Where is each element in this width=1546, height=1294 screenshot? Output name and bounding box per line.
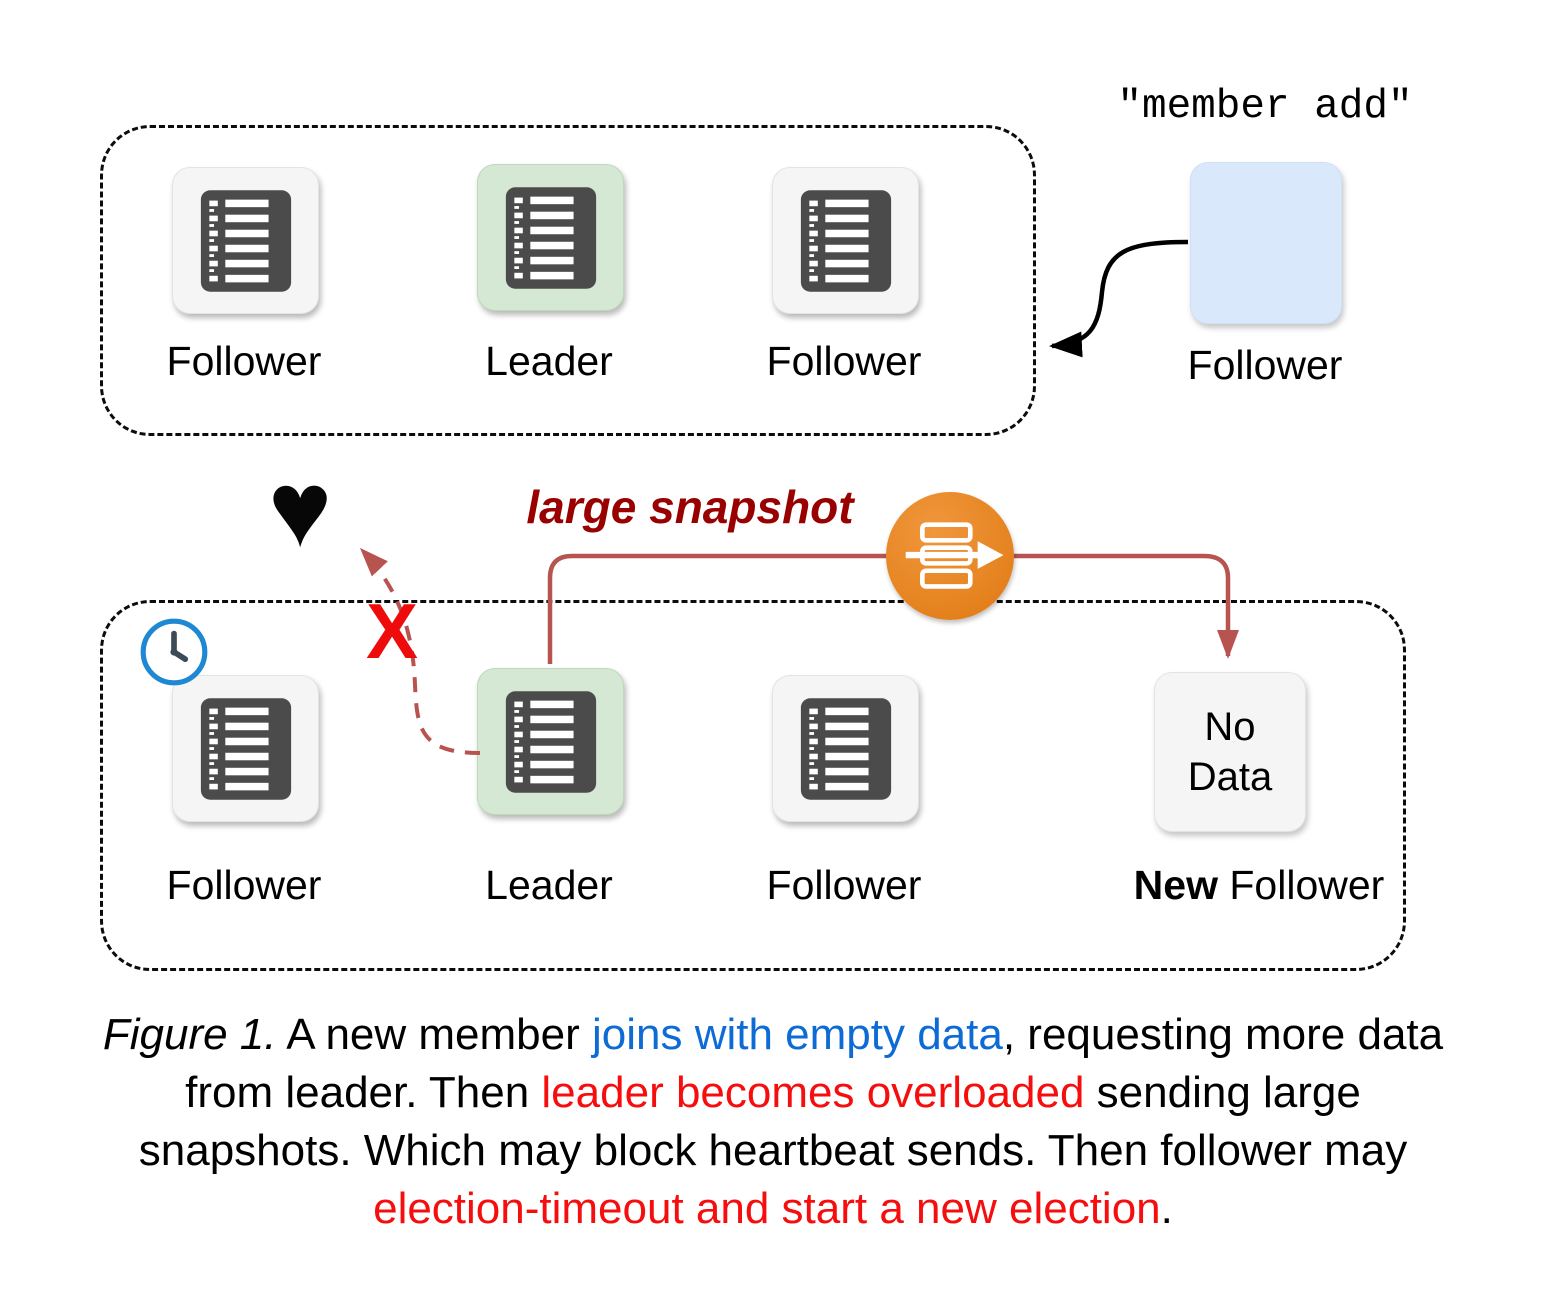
log-icon: [799, 188, 893, 294]
log-icon: [799, 696, 893, 802]
new-follower-node: No Data: [1154, 672, 1306, 832]
bottom-leader-label: Leader: [485, 862, 613, 908]
log-icon: [199, 188, 293, 294]
bottom-follower-1-label: Follower: [166, 862, 322, 908]
large-snapshot-label: large snapshot: [526, 481, 854, 533]
new-member-node: [1190, 162, 1342, 324]
caption-red-text: election-timeout and start a new electio…: [373, 1184, 1161, 1233]
top-follower-2-label: Follower: [766, 338, 922, 384]
log-icon: [199, 696, 293, 802]
caption-text: sending large: [1084, 1068, 1361, 1117]
caption-line-2: from leader. Then leader becomes overloa…: [50, 1064, 1496, 1122]
top-follower-1-node: [172, 167, 319, 314]
top-leader-label: Leader: [485, 338, 613, 384]
new-follower-label: New Follower: [1109, 862, 1409, 909]
caption-text: from leader. Then: [185, 1068, 542, 1117]
bottom-follower-2-node: [772, 675, 919, 822]
caption-line-3: snapshots. Which may block heartbeat sen…: [50, 1122, 1496, 1180]
caption-text: A new member: [276, 1010, 592, 1059]
nodata-text-line2: Data: [1187, 755, 1273, 799]
new-follower-label-bold: New: [1133, 862, 1218, 908]
caption-blue-text: joins with empty data: [591, 1010, 1003, 1059]
bottom-follower-1-node: [172, 675, 319, 822]
figure-number-label: Figure 1.: [102, 1010, 277, 1059]
top-follower-2-node: [772, 167, 919, 314]
caption-text: .: [1160, 1184, 1173, 1233]
top-leader-node: [477, 164, 624, 311]
bottom-follower-2-label: Follower: [766, 862, 922, 908]
caption-line-4: election-timeout and start a new electio…: [50, 1180, 1496, 1238]
top-follower-1-label: Follower: [166, 338, 322, 384]
nodata-text-line1: No: [1204, 705, 1256, 749]
election-timeout-clock-icon: [136, 614, 212, 690]
caption-line-1: Figure 1. A new member joins with empty …: [50, 1006, 1496, 1064]
snapshot-transfer-icon: [886, 492, 1014, 620]
heartbeat-heart-icon: ♥: [268, 448, 333, 569]
member-add-arrow: [1049, 239, 1189, 358]
top-cluster-box: [100, 125, 1036, 436]
blocked-x-icon: X: [366, 587, 419, 675]
caption-text: , requesting more data: [1002, 1010, 1444, 1059]
figure-caption: Figure 1. A new member joins with empty …: [50, 1006, 1496, 1238]
log-icon: [504, 689, 598, 795]
caption-red-text: leader becomes overloaded: [541, 1068, 1085, 1117]
bottom-leader-node: [477, 668, 624, 815]
new-member-label: Follower: [1187, 342, 1343, 388]
caption-text: snapshots. Which may block heartbeat sen…: [138, 1126, 1408, 1175]
member-add-command: "member add": [1117, 84, 1413, 130]
new-follower-label-rest: Follower: [1217, 862, 1385, 908]
log-icon: [504, 185, 598, 291]
